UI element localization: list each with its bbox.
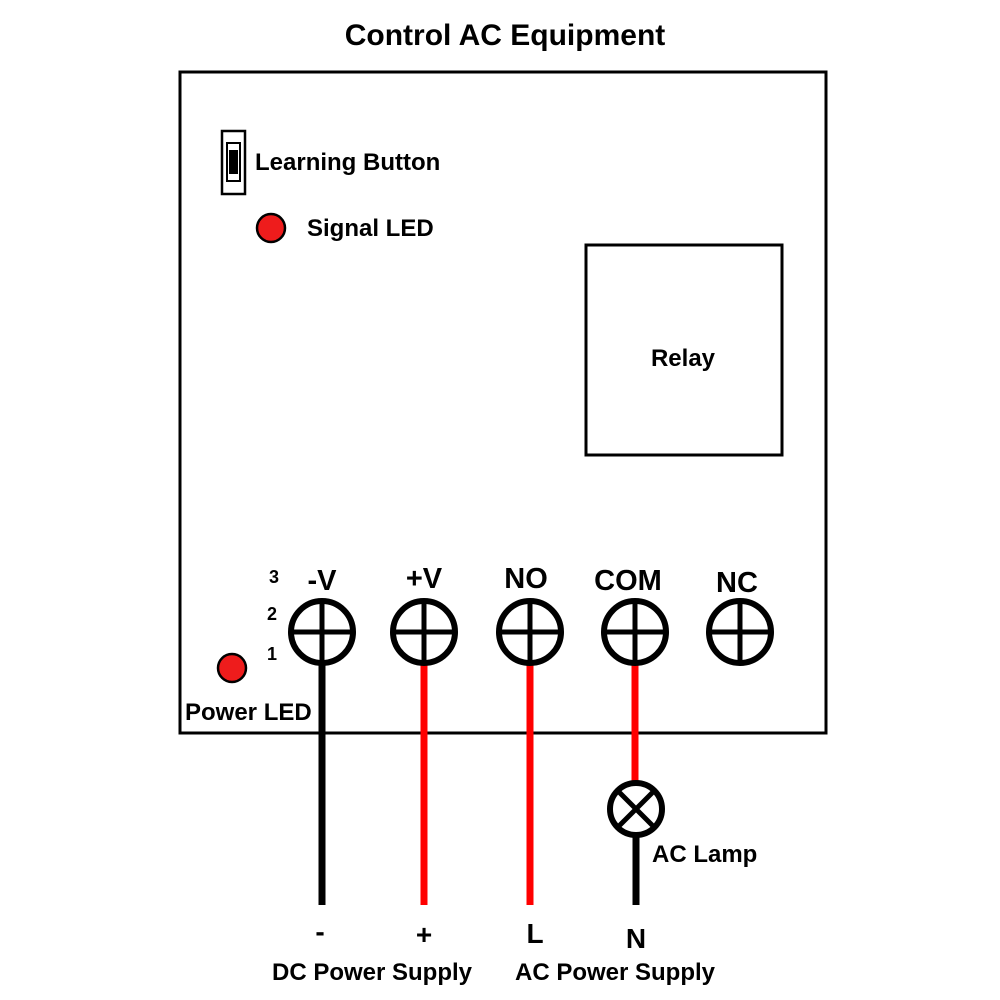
screw-terminal-icon bbox=[390, 598, 458, 666]
ac-lamp: AC Lamp bbox=[607, 780, 757, 868]
relay: Relay bbox=[584, 243, 784, 457]
learning-button-label: Learning Button bbox=[255, 149, 440, 176]
relay-label: Relay bbox=[651, 345, 716, 372]
pin-number: 2 bbox=[267, 604, 277, 624]
ac-lamp-label: AC Lamp bbox=[652, 841, 757, 868]
ac-power-supply-label: AC Power Supply bbox=[515, 959, 716, 986]
power-led-icon bbox=[216, 652, 248, 684]
terminal-label-positive-v: +V bbox=[406, 563, 443, 595]
dc-positive-symbol: + bbox=[416, 919, 432, 950]
power-led: Power LED bbox=[185, 652, 312, 726]
control-board bbox=[178, 70, 828, 735]
dc-power-supply-label: DC Power Supply bbox=[272, 959, 473, 986]
pin-number: 3 bbox=[269, 567, 279, 587]
screw-terminal-icon bbox=[288, 598, 356, 666]
pin-number: 1 bbox=[267, 644, 277, 664]
screw-terminal-icon bbox=[496, 598, 564, 666]
signal-led-label: Signal LED bbox=[307, 215, 434, 242]
learning-button: Learning Button bbox=[220, 129, 440, 196]
terminal-label-negative-v: -V bbox=[308, 565, 338, 597]
signal-led: Signal LED bbox=[255, 212, 434, 244]
terminal-label-com: COM bbox=[594, 565, 662, 597]
dc-negative-symbol: - bbox=[315, 916, 324, 947]
power-led-label: Power LED bbox=[185, 699, 312, 726]
ac-neutral-symbol: N bbox=[626, 923, 646, 954]
screw-terminal-icon bbox=[601, 598, 669, 666]
relay-box bbox=[584, 243, 784, 457]
signal-led-icon bbox=[255, 212, 287, 244]
terminal-label-no: NO bbox=[504, 563, 548, 595]
ac-line-symbol: L bbox=[526, 918, 543, 949]
screw-terminal-icon bbox=[706, 598, 774, 666]
page-title: Control AC Equipment bbox=[345, 19, 666, 52]
slide-switch-icon bbox=[220, 129, 247, 196]
lamp-icon bbox=[607, 780, 665, 838]
terminal-label-nc: NC bbox=[716, 567, 758, 599]
